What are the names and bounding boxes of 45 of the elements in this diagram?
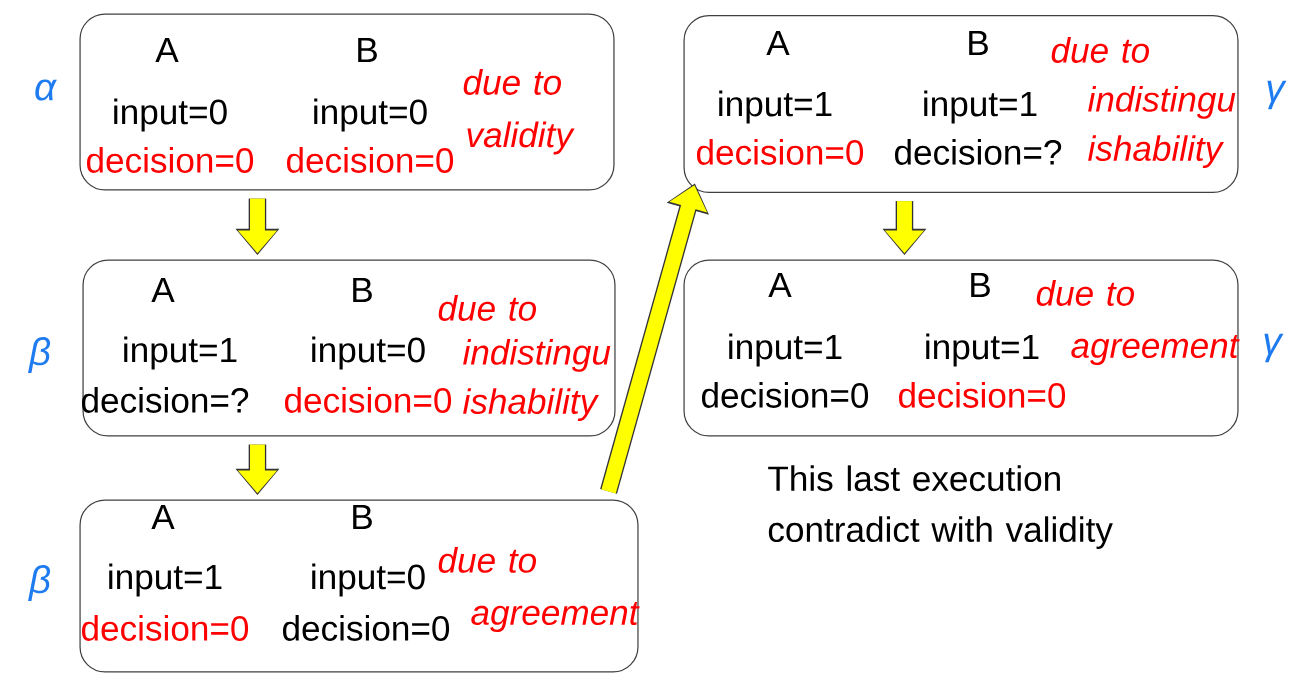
state-value: decision=0 — [899, 382, 1066, 408]
greek-letter-label: γ — [1264, 333, 1284, 363]
process-name: A — [766, 30, 790, 56]
note: due to — [1051, 37, 1150, 63]
state-value: decision=0 — [697, 139, 864, 165]
note: due to — [463, 69, 562, 95]
note: agreement — [471, 602, 640, 632]
note: agreement — [1071, 335, 1240, 365]
state-value: decision=0 — [287, 147, 454, 173]
state-value: input=0 — [314, 98, 427, 132]
greek-letter-label: γ — [1267, 80, 1287, 110]
state-value: input=1 — [109, 563, 222, 597]
state-value: input=0 — [114, 98, 227, 132]
state-value: input=1 — [719, 90, 832, 124]
greek-letter-label: α — [35, 79, 57, 101]
process-name: A — [155, 37, 179, 63]
state-value: input=1 — [124, 336, 237, 370]
process-name: B — [353, 277, 372, 303]
greek-letter-label: β — [28, 564, 51, 601]
process-name: A — [151, 277, 175, 303]
process-name: B — [353, 504, 372, 530]
process-name: B — [971, 272, 990, 298]
state-value: input=1 — [926, 333, 1039, 367]
state-value: decision=0 — [82, 615, 249, 641]
process-name: B — [969, 30, 988, 56]
process-name: A — [151, 504, 175, 530]
note: indistingu ishability — [463, 339, 611, 421]
state-value: decision=0 — [702, 382, 869, 408]
note: due to — [438, 547, 537, 573]
state-value: decision=0 — [285, 387, 452, 413]
note: indistingu ishability — [1088, 86, 1236, 168]
process-name: B — [358, 37, 377, 63]
process-name: A — [768, 272, 792, 298]
state-value: input=0 — [312, 336, 425, 370]
state-value: input=1 — [729, 333, 842, 367]
state-value: decision=? — [82, 387, 249, 413]
note: due to — [1036, 280, 1135, 306]
state-value: decision=0 — [283, 615, 450, 641]
note: due to — [438, 295, 537, 321]
state-value: decision=0 — [87, 147, 254, 173]
greek-letter-label: β — [28, 336, 51, 373]
state-value: decision=? — [895, 139, 1062, 165]
state-value: input=1 — [924, 90, 1037, 124]
state-value: input=0 — [312, 563, 425, 597]
note: validity — [467, 121, 575, 155]
